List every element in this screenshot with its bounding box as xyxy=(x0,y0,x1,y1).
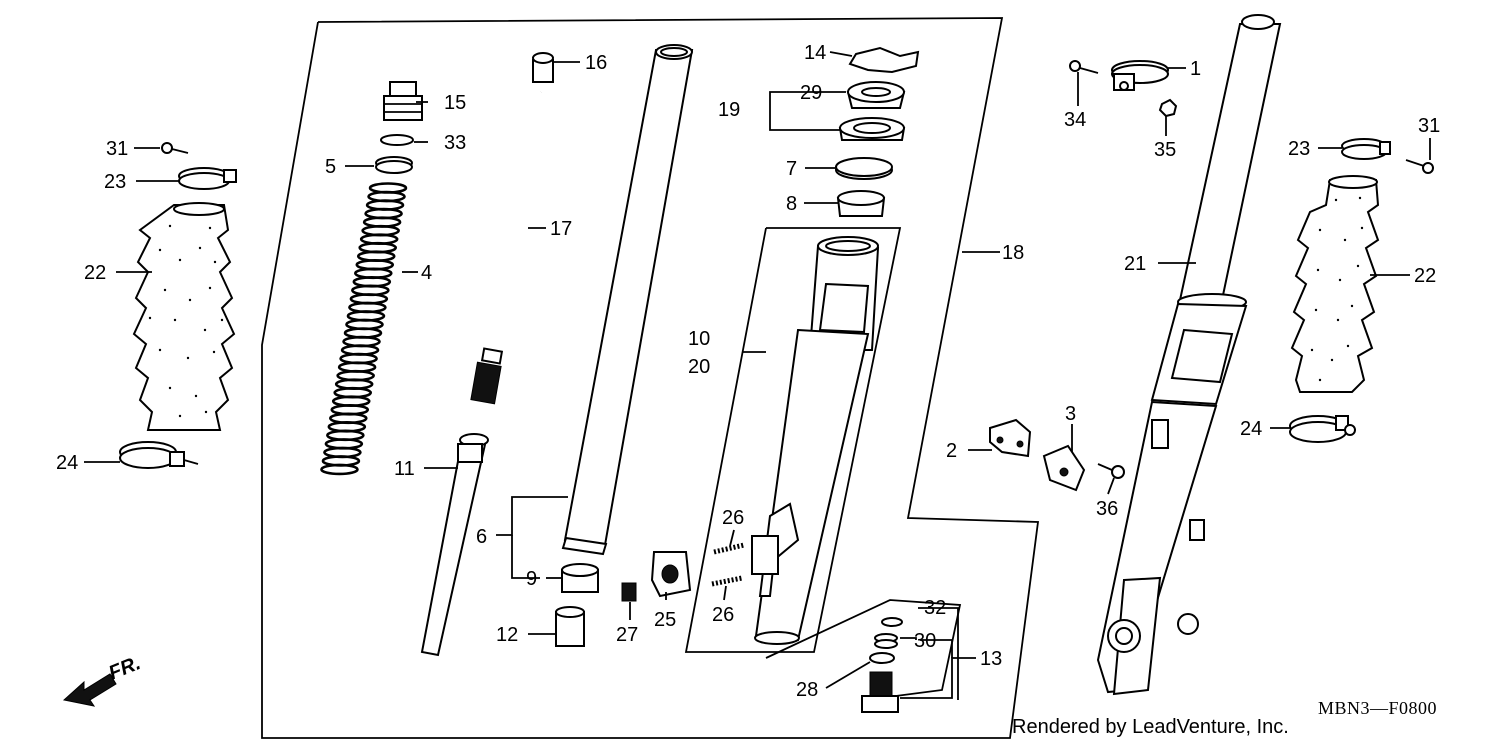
slide-bushing-9 xyxy=(561,563,599,593)
spring-seat-5 xyxy=(375,156,413,174)
label-2: 2 xyxy=(946,440,957,462)
oil-seal xyxy=(838,117,906,141)
back-up-ring-7 xyxy=(835,157,893,180)
outer-tube-outline xyxy=(684,227,902,653)
stopper-ring-14 xyxy=(848,46,920,74)
label-23-right: 23 xyxy=(1288,138,1310,160)
label-19: 19 xyxy=(718,99,740,121)
label-15: 15 xyxy=(444,92,466,114)
o-ring-33 xyxy=(380,134,414,146)
drain-bolt-27 xyxy=(621,582,637,602)
label-29: 29 xyxy=(800,82,822,104)
label-3: 3 xyxy=(1065,403,1076,425)
label-22-right: 22 xyxy=(1414,265,1436,287)
spring-coil xyxy=(320,463,359,476)
label-25: 25 xyxy=(654,609,676,631)
valve-group-outline xyxy=(765,599,962,701)
leader-lines xyxy=(84,51,1431,700)
fork-assembled-right xyxy=(1096,14,1282,696)
label-7: 7 xyxy=(786,158,797,180)
boot-band-lower-left xyxy=(119,441,199,469)
label-31-right: 31 xyxy=(1418,115,1440,137)
boot-band-lower-right xyxy=(1289,415,1356,443)
dust-boot-right xyxy=(1290,175,1380,393)
nut-35 xyxy=(1158,98,1178,118)
fork-spring xyxy=(320,182,408,476)
diagram-code: MBN3—F0800 xyxy=(1318,698,1438,718)
label-22-left: 22 xyxy=(84,262,106,284)
label-27: 27 xyxy=(616,624,638,646)
bracket-3 xyxy=(1042,444,1086,492)
label-1: 1 xyxy=(1190,58,1201,80)
label-10: 10 xyxy=(688,328,710,350)
dust-boot-left xyxy=(132,202,236,431)
dust-seal-29 xyxy=(846,81,906,109)
bolt-34 xyxy=(1069,60,1099,74)
label-12: 12 xyxy=(496,624,518,646)
guide-bushing-8 xyxy=(836,190,886,217)
label-30: 30 xyxy=(914,630,936,652)
stud-26-upper xyxy=(713,542,745,555)
label-24-right: 24 xyxy=(1240,418,1262,440)
bolt-36 xyxy=(1097,463,1125,479)
label-35: 35 xyxy=(1154,139,1176,161)
stud-26-lower xyxy=(711,575,743,587)
assembly-outline xyxy=(261,17,1040,739)
label-23-left: 23 xyxy=(104,171,126,193)
front-direction-arrow-icon xyxy=(62,673,117,707)
label-32: 32 xyxy=(924,597,946,619)
washer-30 xyxy=(874,633,898,649)
label-13: 13 xyxy=(980,648,1002,670)
inner-tube xyxy=(561,44,694,556)
label-11: 11 xyxy=(394,458,415,480)
fork-cap-bolt xyxy=(383,81,423,121)
label-8: 8 xyxy=(786,193,797,215)
washer-28 xyxy=(869,652,895,664)
label-34: 34 xyxy=(1064,109,1086,131)
label-17: 17 xyxy=(550,218,572,240)
piston-tube-11 xyxy=(420,433,489,657)
label-26-lower: 26 xyxy=(712,604,734,626)
front-direction-label: FR. xyxy=(106,652,144,684)
outer-tube xyxy=(751,236,880,645)
label-5: 5 xyxy=(325,156,336,178)
fork-clamp-1 xyxy=(1111,60,1169,91)
label-24-left: 24 xyxy=(56,452,78,474)
label-9: 9 xyxy=(526,568,537,590)
damper-rod xyxy=(470,91,543,405)
bracket-2 xyxy=(989,418,1032,458)
washer-32 xyxy=(881,617,903,627)
label-6: 6 xyxy=(476,526,487,548)
valve-bolt-13 xyxy=(861,671,899,713)
label-26-upper: 26 xyxy=(722,507,744,529)
boot-band-upper-left xyxy=(178,167,237,190)
label-31-left: 31 xyxy=(106,138,128,160)
label-33: 33 xyxy=(444,132,466,154)
label-28: 28 xyxy=(796,679,818,701)
label-18: 18 xyxy=(1002,242,1024,264)
part-labels: 1 2 3 4 5 6 7 8 9 10 20 11 12 13 14 15 1… xyxy=(56,42,1440,701)
axle-holder-25 xyxy=(650,551,692,598)
collar-12 xyxy=(555,606,585,647)
label-4: 4 xyxy=(421,262,432,284)
label-20: 20 xyxy=(688,356,710,378)
screw-upper-left xyxy=(161,142,189,154)
rebound-adjuster-16 xyxy=(532,52,554,83)
credit-text: Rendered by LeadVenture, Inc. xyxy=(1012,716,1289,738)
label-16: 16 xyxy=(585,52,607,74)
boot-band-upper-right xyxy=(1341,138,1391,160)
label-14: 14 xyxy=(804,42,826,64)
screw-upper-right xyxy=(1405,159,1434,174)
label-36: 36 xyxy=(1096,498,1118,520)
label-21: 21 xyxy=(1124,253,1146,275)
